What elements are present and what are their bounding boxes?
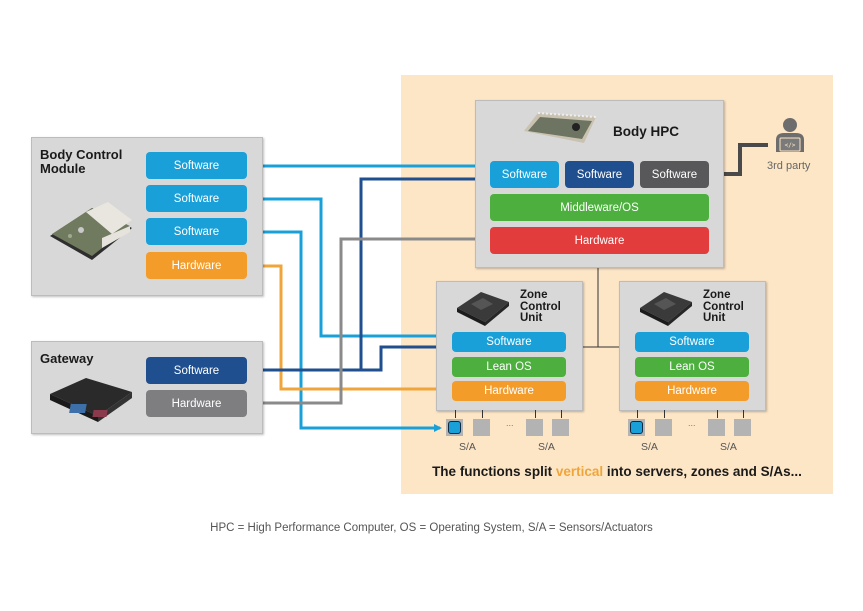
- line-gw-sw-to-zone-sw: [361, 343, 448, 372]
- sa-label: S/A: [641, 441, 658, 453]
- line-bcm-hw-to-zone-hw: [246, 264, 448, 393]
- bcm-software-chip-3[interactable]: Software: [146, 218, 247, 245]
- line-gw-hw-to-hpc-hw: [246, 235, 484, 405]
- sensor-actuator[interactable]: [526, 419, 543, 436]
- body-control-module-box: Body Control Module Software Software So…: [31, 137, 263, 296]
- body-hpc-title: Body HPC: [613, 124, 680, 139]
- developer-laptop-icon: </>: [776, 118, 804, 152]
- title-line: Body Control: [40, 147, 123, 162]
- title-line: Zone: [703, 289, 731, 301]
- sa-connector: [717, 410, 718, 418]
- sa-connector: [743, 410, 744, 418]
- tagline: The functions split vertical into server…: [401, 464, 833, 479]
- sensor-actuator[interactable]: [655, 419, 672, 436]
- bcm-hardware-chip[interactable]: Hardware: [146, 252, 247, 279]
- zone-control-unit-1-box: Zone Control Unit Software Lean OS Hardw…: [436, 281, 583, 411]
- zone-unit-1-title: Zone Control Unit: [520, 289, 561, 325]
- third-party-label: 3rd party: [767, 160, 811, 172]
- gateway-hardware-chip[interactable]: Hardware: [146, 390, 247, 417]
- hpc-software-chip-2[interactable]: Software: [565, 161, 634, 188]
- zone-2-software-chip[interactable]: Software: [635, 332, 749, 352]
- zone-unit-device-icon: [457, 292, 509, 326]
- sa-connector: [455, 410, 456, 418]
- title-line: Control: [703, 300, 744, 313]
- sa-connector: [664, 410, 665, 418]
- sa-connector: [482, 410, 483, 418]
- sa-connector: [535, 410, 536, 418]
- zone-control-unit-2-box: Zone Control Unit Software Lean OS Hardw…: [619, 281, 766, 411]
- line-third-party-to-hpc-sw: [711, 143, 768, 179]
- title-line: Unit: [520, 312, 543, 324]
- sa-label: S/A: [538, 441, 555, 453]
- sa-ellipsis: ...: [688, 418, 696, 428]
- tagline-highlight: vertical: [555, 464, 604, 479]
- zone-2-lean-os-chip[interactable]: Lean OS: [635, 357, 749, 377]
- title-line: Control: [520, 300, 561, 313]
- bcm-software-chip-1[interactable]: Software: [146, 152, 247, 179]
- sensor-actuator[interactable]: [734, 419, 751, 436]
- tagline-after: into servers, zones and S/As...: [603, 464, 802, 479]
- gateway-box: Gateway Software Hardware: [31, 341, 263, 434]
- line-bcm-sw2-to-zone-sw: [246, 197, 448, 340]
- gateway-software-chip[interactable]: Software: [146, 357, 247, 384]
- sa-label: S/A: [720, 441, 737, 453]
- body-control-module-device-icon: [50, 202, 132, 260]
- footnote: HPC = High Performance Computer, OS = Op…: [210, 522, 653, 534]
- body-control-module-title: Body Control Module: [40, 148, 122, 176]
- gateway-title: Gateway: [40, 351, 94, 366]
- sensor-actuator[interactable]: [552, 419, 569, 436]
- body-hpc-device-icon: [524, 112, 597, 143]
- hpc-hardware-chip[interactable]: Hardware: [490, 227, 709, 254]
- sensor-actuator[interactable]: [473, 419, 490, 436]
- svg-text:</>: </>: [785, 142, 796, 149]
- zone-unit-device-icon: [640, 292, 692, 326]
- sa-connector: [637, 410, 638, 418]
- hpc-software-chip-3[interactable]: Software: [640, 161, 709, 188]
- sa-ellipsis: ...: [506, 418, 514, 428]
- hpc-software-chip-1[interactable]: Software: [490, 161, 559, 188]
- title-line: Unit: [703, 312, 726, 324]
- title-line: Module: [40, 161, 86, 176]
- line-gw-sw-to-hpc-sw: [246, 175, 484, 372]
- sensor-actuator-active[interactable]: [446, 419, 463, 436]
- line-bcm-sw3-to-sa: [246, 230, 442, 432]
- zone-unit-2-title: Zone Control Unit: [703, 289, 744, 325]
- sa-connector: [561, 410, 562, 418]
- sensor-actuator[interactable]: [708, 419, 725, 436]
- gateway-device-icon: [50, 378, 132, 422]
- bcm-software-chip-2[interactable]: Software: [146, 185, 247, 212]
- title-line: Zone: [520, 289, 548, 301]
- sa-label: S/A: [459, 441, 476, 453]
- zone-1-hardware-chip[interactable]: Hardware: [452, 381, 566, 401]
- sensor-actuator-active[interactable]: [628, 419, 645, 436]
- zone-1-lean-os-chip[interactable]: Lean OS: [452, 357, 566, 377]
- body-hpc-box: Body HPC Software Software Software Midd…: [475, 100, 724, 268]
- hpc-middleware-chip[interactable]: Middleware/OS: [490, 194, 709, 221]
- zone-2-hardware-chip[interactable]: Hardware: [635, 381, 749, 401]
- zone-1-software-chip[interactable]: Software: [452, 332, 566, 352]
- tagline-before: The functions split: [432, 464, 556, 479]
